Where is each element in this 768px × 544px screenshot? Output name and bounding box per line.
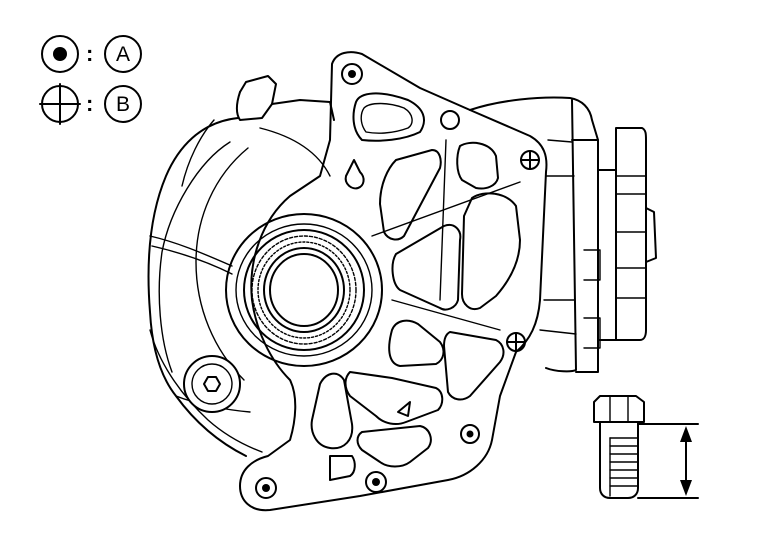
- bolt-length-detail: [593, 395, 699, 499]
- legend-letter-a: A: [116, 43, 130, 66]
- bolt-hole-left: [255, 477, 277, 499]
- front-flange-plate: [239, 51, 548, 512]
- legend-colon-b: :: [86, 91, 93, 116]
- legend-letter-b: B: [116, 93, 130, 116]
- rear-housing: [147, 75, 335, 457]
- legend-row-a: : A: [41, 35, 142, 73]
- legend-row-b: : B: [39, 83, 142, 125]
- dimension-arrow: [637, 423, 699, 499]
- legend-colon-a: :: [86, 41, 93, 66]
- bolt-hole-bottom: [365, 471, 387, 493]
- letter-circle-b: [104, 85, 142, 123]
- letter-circle-a: [104, 35, 142, 73]
- output-bore: [225, 213, 383, 367]
- dot-circle-icon: [41, 35, 79, 73]
- crosshair-bolt-upper: [520, 150, 540, 170]
- crosshair-bolt-lower: [506, 332, 526, 352]
- bolt-hole-top: [341, 63, 363, 85]
- front-housing: [469, 96, 657, 373]
- flange-bolt-icon: [593, 395, 645, 499]
- hex-plug: [183, 355, 241, 413]
- bolt-hole-right: [460, 424, 480, 444]
- crosshair-circle-icon: [39, 83, 81, 125]
